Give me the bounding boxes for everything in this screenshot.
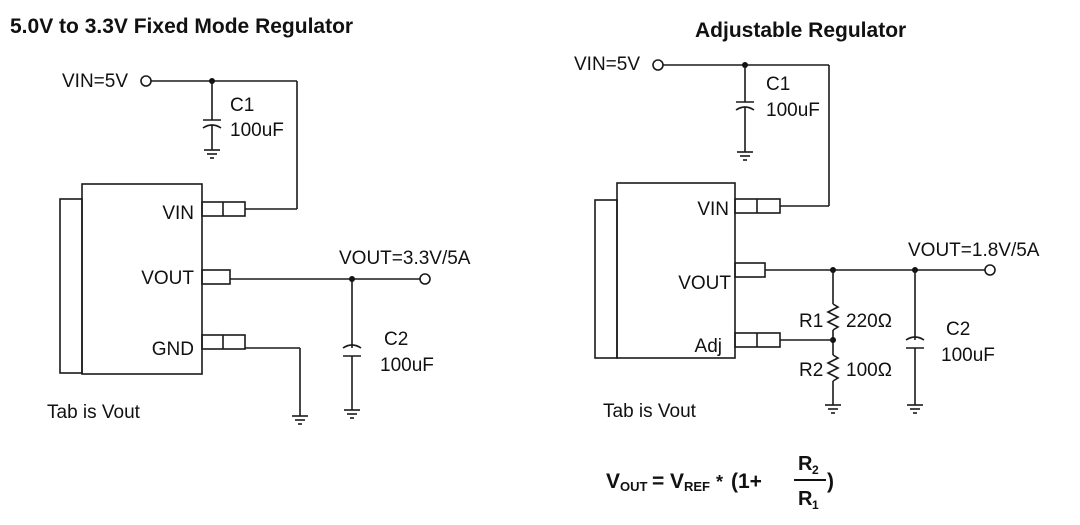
left-c1-ground-icon: [204, 149, 220, 159]
left-tab-note: Tab is Vout: [47, 402, 141, 423]
formula-close-paren: ): [827, 470, 834, 493]
left-vin-terminal: [140, 75, 152, 87]
right-c2-capacitor: [905, 270, 925, 405]
right-r1-resistor: [826, 303, 840, 331]
left-c2-capacitor: [342, 279, 362, 410]
vout-formula: V OUT = V REF * (1+ R 2 R 1 ): [606, 453, 834, 512]
formula-vref-sub: REF: [684, 479, 710, 494]
left-package-tab: [59, 198, 83, 374]
left-vout-label: VOUT=3.3V/5A: [339, 248, 471, 269]
right-c2-value: 100uF: [941, 345, 995, 366]
formula-vout-sub: OUT: [620, 479, 648, 494]
left-c1-value: 100uF: [230, 120, 284, 141]
adjustable-regulator-title: Adjustable Regulator: [695, 19, 906, 42]
right-vout-label: VOUT=1.8V/5A: [908, 240, 1040, 261]
right-pin-adj-lead: [734, 332, 781, 348]
left-pin-gnd-label: GND: [152, 339, 194, 360]
left-c2-value: 100uF: [380, 355, 434, 376]
right-c1-name: C1: [766, 74, 790, 95]
right-c1-value: 100uF: [766, 100, 820, 121]
formula-denominator-sub: 1: [812, 498, 819, 512]
formula-vout-main: V: [606, 470, 620, 493]
right-c1-ground-icon: [737, 151, 753, 161]
right-r1-name: R1: [799, 311, 823, 332]
formula-denominator-main: R: [798, 488, 813, 510]
right-package-tab: [594, 199, 618, 359]
left-pin-vout-label: VOUT: [141, 268, 194, 289]
left-c1-capacitor: [202, 81, 222, 150]
left-pin-vin-label: VIN: [162, 203, 194, 224]
right-r1-value: 220Ω: [846, 311, 892, 332]
left-pin-vout-lead: [201, 269, 231, 285]
left-c1-name: C1: [230, 95, 254, 116]
right-vout-terminal: [984, 264, 996, 276]
right-pin-vout-lead: [734, 262, 766, 278]
formula-open-paren: (1+: [731, 470, 762, 493]
left-pin-vin-lead: [201, 201, 246, 217]
right-c2-name: C2: [946, 319, 970, 340]
right-r2-ground-icon: [825, 404, 841, 414]
formula-vref-main: V: [670, 470, 684, 493]
left-vin-label: VIN=5V: [62, 71, 128, 92]
right-c1-capacitor: [735, 65, 755, 152]
right-vin-terminal: [652, 59, 664, 71]
right-r2-name: R2: [799, 360, 823, 381]
formula-numerator-main: R: [798, 453, 813, 475]
right-pin-vout-label: VOUT: [678, 273, 731, 294]
right-c2-ground-icon: [907, 404, 923, 414]
right-pin-vin-lead: [734, 198, 781, 214]
adjustable-regulator-circuit: Adjustable Regulator VIN=5V C1 100uF VIN…: [574, 19, 1040, 422]
formula-times: *: [716, 472, 723, 492]
right-pin-adj-label: Adj: [695, 336, 722, 357]
left-pin-gnd-lead: [201, 334, 246, 350]
formula-equals: =: [652, 470, 664, 493]
right-r2-value: 100Ω: [846, 360, 892, 381]
right-vin-label: VIN=5V: [574, 54, 640, 75]
right-tab-note: Tab is Vout: [603, 401, 697, 422]
fixed-regulator-circuit: 5.0V to 3.3V Fixed Mode Regulator VIN=5V…: [10, 15, 471, 425]
left-c2-name: C2: [384, 329, 408, 350]
right-r2-resistor: [826, 354, 840, 382]
left-vout-terminal: [419, 273, 431, 285]
left-c2-ground-icon: [344, 409, 360, 419]
right-pin-vin-label: VIN: [697, 199, 729, 220]
left-gnd-ground-icon: [292, 415, 308, 425]
fixed-regulator-title: 5.0V to 3.3V Fixed Mode Regulator: [10, 15, 353, 38]
formula-numerator-sub: 2: [812, 463, 819, 477]
